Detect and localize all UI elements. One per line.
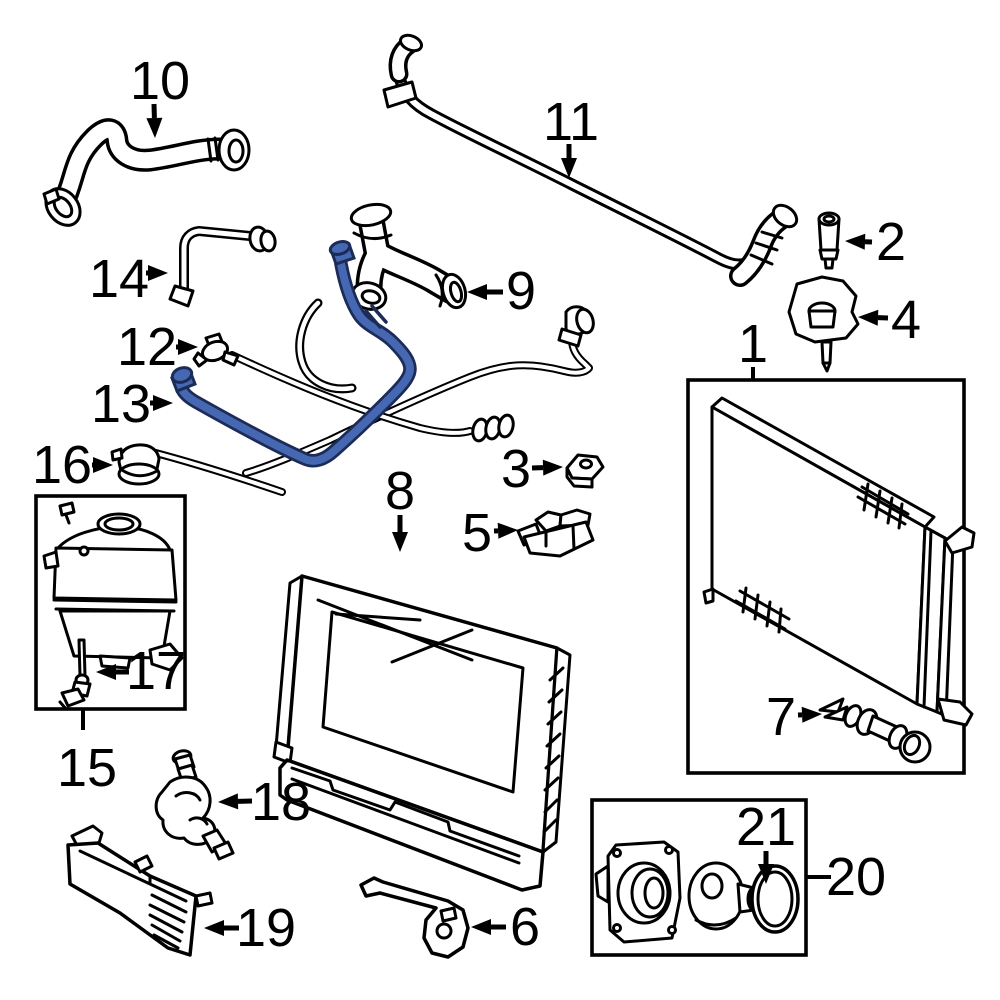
callout-label-12: 12 — [117, 317, 177, 377]
part-14-vent-pipe — [168, 225, 277, 308]
callout-label-18: 18 — [251, 772, 311, 832]
part-6-lower-bracket — [359, 876, 470, 959]
expansion-tank — [42, 501, 184, 672]
part-20-thermostat-kit-group — [590, 798, 808, 957]
callout-label-7: 7 — [766, 687, 796, 747]
part-4-mount-bracket — [787, 275, 860, 373]
part-20-frame — [590, 798, 808, 957]
thermostat-housing — [594, 840, 682, 944]
callout-arrowhead-14 — [148, 265, 168, 281]
callout-label-9: 9 — [506, 261, 536, 321]
part-21-o-ring — [750, 864, 800, 934]
callout-label-2: 2 — [876, 212, 906, 272]
vent-pipe-run — [148, 305, 595, 496]
callout-label-8: 8 — [385, 461, 415, 521]
callout-arrowhead-11 — [561, 158, 577, 178]
thermostat — [687, 861, 762, 931]
part-1-radiator-group — [686, 378, 976, 775]
callout-arrowhead-12 — [178, 339, 198, 355]
callout-arrowhead-17 — [96, 664, 116, 680]
part-5-support-bracket — [516, 508, 595, 558]
callout-label-14: 14 — [89, 249, 149, 309]
callout-label-6: 6 — [510, 897, 540, 957]
part-16-expansion-tank-cap — [110, 443, 161, 486]
part-3-mount-pad — [565, 453, 605, 489]
callout-label-15: 15 — [57, 738, 117, 798]
callout-label-19: 19 — [236, 898, 296, 958]
callout-label-4: 4 — [891, 290, 921, 350]
callout-label-11: 11 — [543, 92, 599, 152]
callout-arrowhead-7 — [801, 706, 822, 723]
callout-label-3: 3 — [501, 439, 531, 499]
part-15-frame — [34, 494, 187, 711]
part-1-frame — [686, 378, 966, 775]
part-7-drain-plug — [818, 697, 932, 764]
callout-arrowhead-3 — [542, 459, 563, 476]
callout-label-16: 16 — [32, 435, 92, 495]
callout-label-17: 17 — [126, 641, 186, 701]
callout-label-13: 13 — [91, 374, 151, 434]
callout-arrowhead-16 — [93, 457, 113, 473]
part-11-vent-hose — [382, 33, 799, 287]
callout-label-10: 10 — [130, 51, 190, 111]
callout-label-20: 20 — [826, 847, 886, 907]
callout-arrowhead-18 — [218, 793, 239, 810]
part-19-air-duct — [66, 824, 214, 957]
callout-arrowhead-21 — [758, 864, 774, 884]
callout-arrowhead-9 — [467, 284, 487, 300]
part-18-drain-valve — [154, 749, 235, 861]
callout-label-1: 1 — [738, 314, 768, 374]
callout-arrowhead-19 — [204, 920, 224, 936]
part-10-lower-radiator-hose — [42, 118, 251, 227]
callout-label-5: 5 — [462, 503, 492, 563]
part-8-fan-shroud — [272, 574, 572, 892]
callout-arrowhead-8 — [392, 532, 408, 552]
part-15-expansion-tank-group — [34, 494, 187, 711]
callout-arrowhead-2 — [845, 233, 866, 250]
background-hose-loop — [295, 298, 357, 394]
callout-arrowhead-5 — [497, 522, 518, 539]
callout-arrowhead-10 — [146, 117, 163, 138]
callout-arrowhead-4 — [858, 309, 879, 326]
callout-label-21: 21 — [736, 797, 796, 857]
part-2-plug — [817, 211, 841, 270]
callout-arrowhead-13 — [153, 395, 173, 411]
part-17-level-sensor — [58, 638, 92, 711]
part-9-upper-radiator-hose — [349, 202, 468, 311]
part-13-highlighted-hose — [170, 240, 417, 468]
callout-arrowhead-6 — [471, 919, 491, 935]
part-12-vent-valve — [192, 332, 240, 368]
